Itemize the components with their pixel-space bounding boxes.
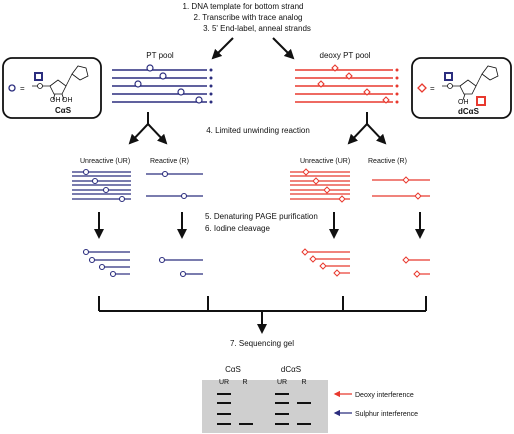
label-r-left: Reactive (R) [150, 158, 189, 165]
deoxy-interference-label: Deoxy interference [355, 392, 414, 399]
fragments-r-left [158, 256, 203, 278]
label-ur-right: Unreactive (UR) [300, 158, 350, 165]
fragments-ur-right [301, 248, 350, 277]
cas-structure-icon [32, 65, 89, 101]
legend-box-cas: = OH OH CαS [2, 57, 102, 119]
r-right-strands [372, 176, 430, 200]
arrow-to-deoxy-pool [272, 37, 295, 60]
lane-label-r-2: R [301, 379, 306, 386]
legend-cas-name: CαS [55, 106, 72, 115]
legend-box-dcas: = OH dCαS [411, 57, 512, 119]
deoxy-marker-icon [417, 83, 427, 93]
step-2-text: 2. Transcribe with trace analog [194, 13, 303, 22]
step-1-text: 1. DNA template for bottom strand [183, 2, 304, 11]
label-r-right: Reactive (R) [368, 158, 407, 165]
lane-label-r-1: R [242, 379, 247, 386]
lane-label-ur-2: UR [277, 379, 287, 386]
lane-label-ur-1: UR [219, 379, 229, 386]
label-ur-left: Unreactive (UR) [80, 158, 130, 165]
step-5-text: 5. Denaturing PAGE purification [205, 212, 318, 221]
pt-pool-label-dots [209, 68, 213, 104]
split-arrows-left [128, 112, 168, 145]
pt-pool-label: PT pool [146, 51, 174, 60]
step-4-text: 4. Limited unwinding reaction [206, 126, 310, 135]
legend-dcas-name: dCαS [458, 107, 480, 116]
pt-pool-strands [112, 64, 207, 104]
legend-oh-2: OH [62, 97, 73, 104]
arrow-to-pt-pool [211, 37, 234, 60]
deoxy-pool-markers [317, 64, 390, 104]
ur-left-strands [72, 168, 131, 203]
merge-bracket [98, 296, 427, 334]
dcas-structure-icon [442, 65, 499, 106]
legend-oh-1: OH [50, 97, 61, 104]
deoxy-pt-pool-label: deoxy PT pool [320, 51, 371, 60]
ur-right-strands [290, 168, 350, 203]
split-arrows-right [347, 112, 387, 145]
legend-equals: = [20, 84, 25, 93]
sequencing-gel: CαS dCαS UR R UR R [202, 365, 328, 433]
step-7-text: 7. Sequencing gel [230, 339, 294, 348]
legend-oh-3: OH [458, 99, 469, 106]
gel-header-cas: CαS [225, 365, 241, 374]
down-arrows [94, 212, 425, 239]
step-6-text: 6. Iodine cleavage [205, 224, 270, 233]
sulphur-interference-label: Sulphur interference [355, 411, 418, 418]
fragments-r-right [402, 256, 430, 278]
fragments-ur-left [82, 248, 130, 278]
legend-equals-right: = [430, 84, 435, 93]
r-left-strands [146, 170, 203, 200]
phosphorothioate-marker-icon [8, 84, 16, 92]
gel-bands [217, 393, 311, 425]
gel-header-dcas: dCαS [281, 365, 301, 374]
deoxy-pool-strands [295, 69, 393, 103]
deoxy-pool-label-dots [395, 68, 399, 104]
step-3-text: 3. 5' End-label, anneal strands [203, 24, 311, 33]
